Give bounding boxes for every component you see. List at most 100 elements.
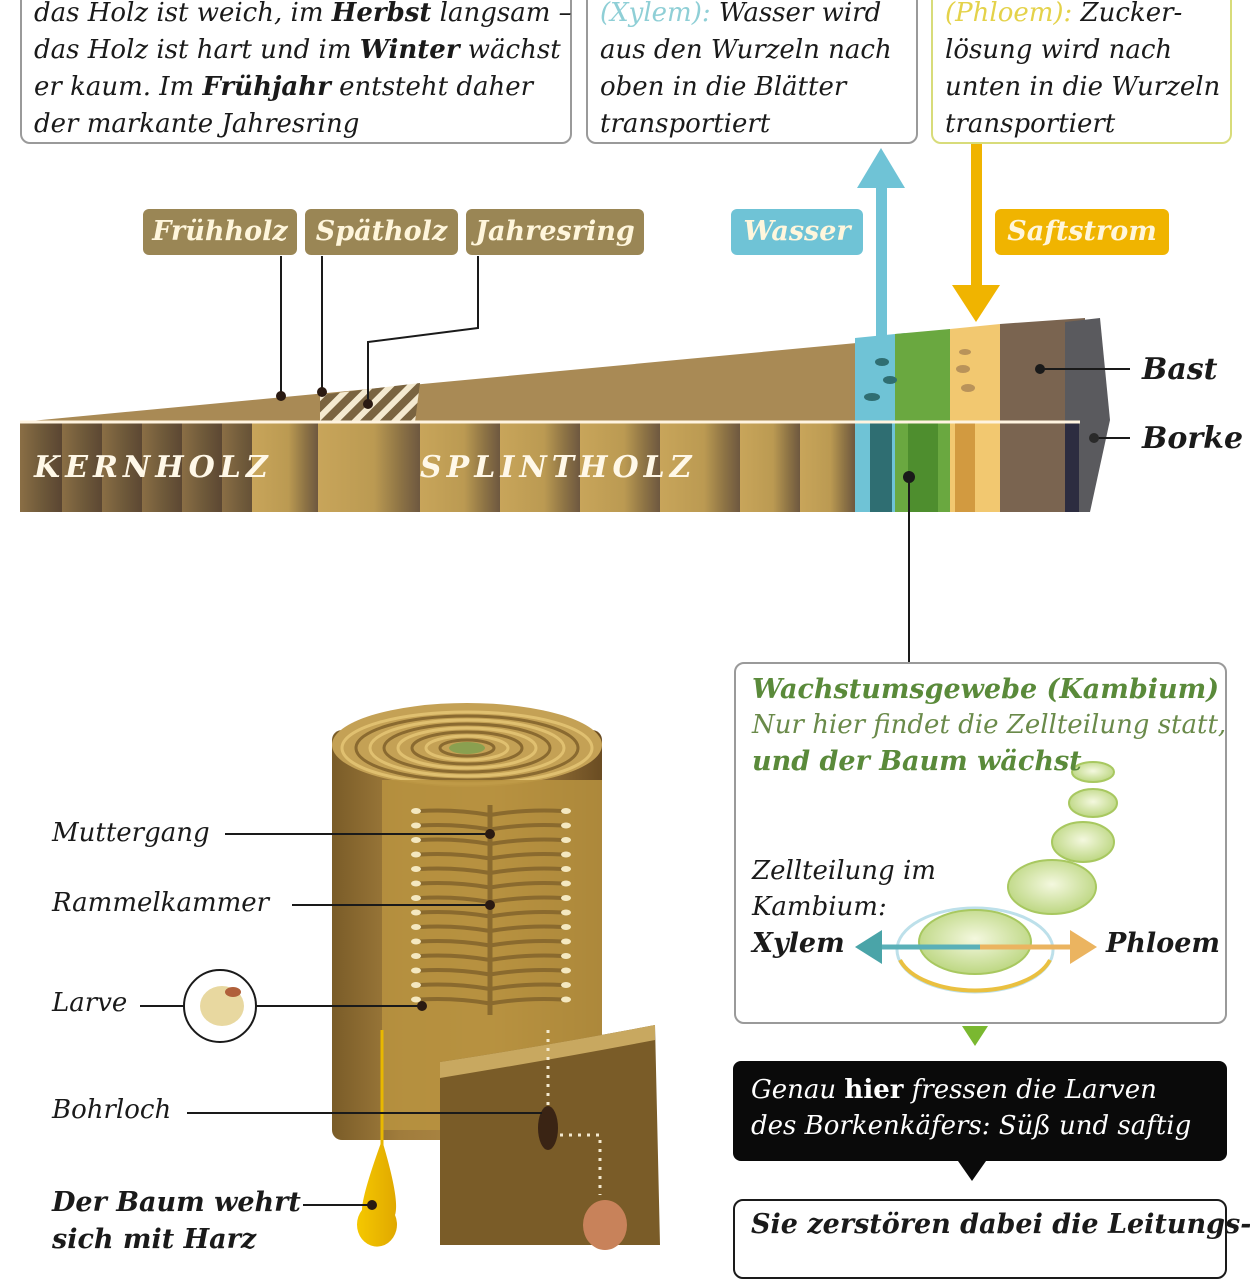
log-core xyxy=(449,742,485,754)
cambium-text-line2: Nur hier findet die Zellteilung statt, xyxy=(752,710,1227,740)
larva-tunnel xyxy=(489,924,563,933)
cambium-text-line3: und der Baum wächst xyxy=(752,746,1082,777)
larva-egg xyxy=(561,924,571,930)
cambium-title: Wachstumsgewebe (Kambium) xyxy=(752,674,1219,705)
larva-egg xyxy=(561,837,571,843)
larva-egg xyxy=(411,967,421,974)
larva-tunnel xyxy=(489,823,563,832)
larva-tunnel xyxy=(419,881,491,890)
larva-egg xyxy=(411,808,421,814)
label-bohrloch: Bohrloch xyxy=(52,1095,172,1125)
label-bast: Bast xyxy=(1142,352,1218,387)
xylem-text-line3: oben in die Blätter xyxy=(600,72,847,102)
larva-tunnel xyxy=(419,866,491,875)
larva-tunnel xyxy=(489,910,563,919)
larvae-text-line2: des Borkenkäfers: Süß und saftig xyxy=(751,1111,1192,1141)
growth-text-line4: der markante Jahresring xyxy=(34,109,360,139)
destroy-info-box: Sie zerstören dabei die Leitungs- xyxy=(733,1199,1250,1279)
xylem-text-line1: (Xylem): Wasser wird xyxy=(600,0,882,28)
larvae-callout: Genau hier fressen die Larven des Borken… xyxy=(733,1061,1227,1161)
growth-text-line2: das Holz ist hart und im Winter wächst xyxy=(34,35,561,65)
larva-tunnel xyxy=(419,968,491,977)
division-text-line2: Kambium: xyxy=(752,892,887,922)
phloem-text-line4: transportiert xyxy=(945,109,1116,139)
larva-tunnel xyxy=(419,808,491,817)
sapwood-ring xyxy=(318,422,420,512)
phloem-text-line1: (Phloem): Zucker- xyxy=(945,0,1183,28)
larva-egg xyxy=(561,938,571,945)
label-harz-line2: sich mit Harz xyxy=(52,1224,257,1255)
larva-tunnel xyxy=(419,895,491,904)
larva-tunnel xyxy=(489,895,563,904)
phloem-info-box: (Phloem): Zucker- lösung wird nach unten… xyxy=(931,0,1232,144)
heartwood-ring xyxy=(62,422,104,512)
heartwood-ring xyxy=(102,422,144,512)
heartwood-ring xyxy=(182,422,224,512)
larva-egg xyxy=(411,880,421,887)
larva-tunnel xyxy=(489,808,563,817)
larva-egg xyxy=(561,996,571,1003)
larva-egg xyxy=(411,938,421,945)
larva-egg xyxy=(561,851,571,858)
larva-tunnel xyxy=(419,939,491,948)
larva-tunnel xyxy=(489,866,563,875)
tag-fruehholz: Frühholz xyxy=(143,209,297,255)
cambium-info-box: Wachstumsgewebe (Kambium) Nur hier finde… xyxy=(734,662,1227,1024)
sapwood-ring xyxy=(500,422,580,512)
larva-egg xyxy=(411,822,421,829)
sapwood-ring xyxy=(660,422,740,512)
larva-egg xyxy=(411,953,421,959)
destroy-text-line1: Sie zerstören dabei die Leitungs- xyxy=(751,1209,1250,1240)
larva-tunnel xyxy=(489,881,563,890)
larva-tunnel xyxy=(419,837,491,846)
callout-pointer xyxy=(958,1161,986,1181)
larva-tunnel xyxy=(489,852,563,861)
tag-saftstrom: Saftstrom xyxy=(995,209,1169,255)
larva-tunnel xyxy=(419,982,491,991)
heartwood-ring xyxy=(142,422,184,512)
growth-text-line3: er kaum. Im Frühjahr entsteht daher xyxy=(34,72,534,102)
larvae-text-line1: Genau hier fressen die Larven xyxy=(751,1075,1157,1105)
larva-tunnel xyxy=(419,953,491,962)
label-kernholz: KERNHOLZ xyxy=(34,450,273,485)
sapwood-ring xyxy=(252,422,318,512)
larva-egg xyxy=(411,909,421,916)
sapwood-ring xyxy=(420,422,500,512)
larva-tunnel xyxy=(489,997,563,1006)
heartwood-ring xyxy=(20,422,62,512)
wood-cross-section-illustration xyxy=(20,144,1130,1250)
phloem-text-line3: unten in die Wurzeln xyxy=(945,72,1221,102)
division-text-line1: Zellteilung im xyxy=(752,856,936,886)
larva-egg xyxy=(411,851,421,858)
larva-egg xyxy=(561,822,571,829)
larva-tunnel xyxy=(489,982,563,991)
larva-egg xyxy=(411,996,421,1003)
sapwood-ring xyxy=(800,422,855,512)
phloem-text-line2: lösung wird nach xyxy=(945,35,1173,65)
larva-tunnel xyxy=(419,823,491,832)
xylem-info-box: (Xylem): Wasser wird aus den Wurzeln nac… xyxy=(586,0,918,144)
larva-egg xyxy=(411,866,421,872)
larva-tunnel xyxy=(419,997,491,1006)
larva-egg xyxy=(411,924,421,930)
sapwood-ring xyxy=(580,422,660,512)
label-muttergang: Muttergang xyxy=(52,818,210,848)
log-ring xyxy=(382,722,552,774)
label-phloem: Phloem xyxy=(1106,928,1220,959)
log-ring xyxy=(368,718,566,778)
tag-spaetholz: Spätholz xyxy=(305,209,458,255)
larva-egg xyxy=(411,982,421,988)
larva-egg xyxy=(411,895,421,901)
larva-egg xyxy=(561,866,571,872)
xylem-text-line2: aus den Wurzeln nach xyxy=(600,35,892,65)
larva-egg xyxy=(561,909,571,916)
larva-tunnel xyxy=(419,852,491,861)
log-ring xyxy=(410,730,524,766)
larva-tunnel xyxy=(489,968,563,977)
larva-egg xyxy=(561,880,571,887)
larva-egg xyxy=(561,982,571,988)
larva-tunnel xyxy=(489,837,563,846)
larva-egg xyxy=(411,837,421,843)
larva-tunnel xyxy=(489,953,563,962)
log-ring xyxy=(424,734,510,762)
